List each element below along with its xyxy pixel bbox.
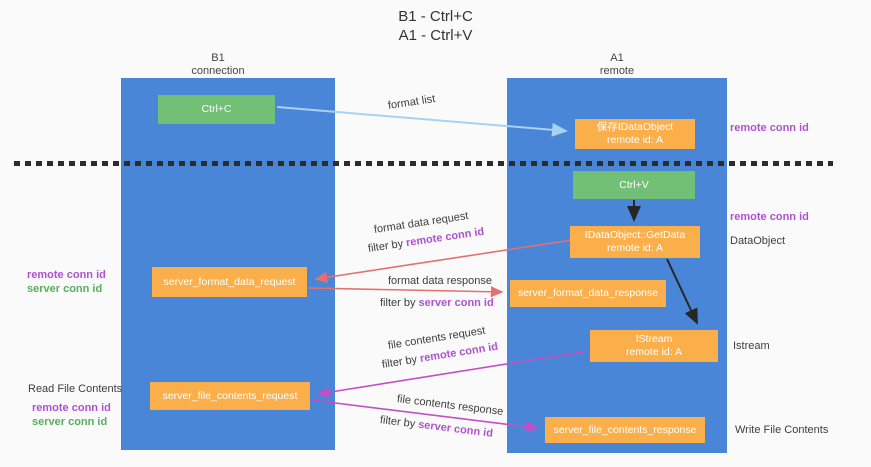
filter-by-server-conn-id-label-2: filter by server conn id bbox=[379, 414, 493, 440]
node-ctrl-c: Ctrl+C bbox=[158, 95, 275, 124]
node-idataobject-getdata: IDataObject::GetData remote id: A bbox=[570, 226, 700, 258]
node-server-format-data-request: server_format_data_request bbox=[152, 267, 307, 297]
file-contents-response-label: file contents response bbox=[396, 393, 504, 418]
node-istream: IStream remote id: A bbox=[590, 330, 718, 362]
annotation-read-file-contents: Read File Contents bbox=[28, 383, 123, 395]
title-line1: B1 - Ctrl+C bbox=[398, 8, 473, 25]
annotation-left1-remote-conn-id: remote conn id bbox=[27, 269, 106, 281]
filter-by-text: filter by bbox=[380, 297, 419, 309]
right-column-name: A1 bbox=[610, 52, 624, 64]
istream-line2: remote id: A bbox=[625, 346, 683, 358]
format-list-label: format list bbox=[387, 93, 437, 112]
server-conn-id-text: server conn id bbox=[417, 418, 494, 440]
server-file-contents-request-label: server_file_contents_request bbox=[162, 389, 298, 402]
server-format-data-request-label: server_format_data_request bbox=[163, 275, 296, 288]
node-server-file-contents-response: server_file_contents_response bbox=[545, 417, 705, 443]
annotation-left1-server-conn-id: server conn id bbox=[27, 283, 103, 295]
save-idataobject-line2: remote id: A bbox=[606, 134, 664, 146]
annotation-left2-remote-conn-id: remote conn id bbox=[32, 402, 111, 414]
istream-line1: IStream bbox=[635, 333, 673, 345]
annotation-remote-conn-id-top: remote conn id bbox=[730, 122, 809, 134]
annotation-write-file-contents: Write File Contents bbox=[735, 424, 829, 436]
annotation-dataobject: DataObject bbox=[730, 235, 786, 247]
ctrl-c-label: Ctrl+C bbox=[201, 103, 232, 115]
diagram-title: B1 - Ctrl+C A1 - Ctrl+V bbox=[0, 7, 871, 45]
ctrl-v-label: Ctrl+V bbox=[619, 178, 649, 191]
left-column-name: B1 bbox=[211, 52, 225, 64]
annotation-remote-conn-id-mid: remote conn id bbox=[730, 211, 809, 223]
getdata-line2: remote id: A bbox=[606, 242, 664, 254]
filter-by-text: filter by bbox=[381, 353, 421, 371]
filter-by-text: filter by bbox=[379, 414, 419, 431]
filter-by-text: filter by bbox=[367, 237, 407, 255]
save-idataobject-line1: 保存IDataObject bbox=[596, 121, 674, 133]
filter-by-server-conn-id-label-1: filter by server conn id bbox=[380, 297, 494, 309]
annotation-left2-server-conn-id: server conn id bbox=[32, 416, 108, 428]
server-format-data-response-label: server_format_data_response bbox=[517, 287, 659, 299]
format-data-response-label: format data response bbox=[388, 275, 492, 287]
server-file-contents-response-label: server_file_contents_response bbox=[553, 423, 697, 436]
format-data-response-arrow bbox=[308, 286, 504, 298]
node-server-format-data-response: server_format_data_response bbox=[510, 280, 666, 307]
right-column-subtitle: remote bbox=[599, 65, 635, 77]
right-column-header: A1 remote bbox=[557, 52, 677, 78]
node-ctrl-v: Ctrl+V bbox=[573, 171, 695, 199]
getdata-line1: IDataObject::GetData bbox=[584, 229, 686, 241]
node-server-file-contents-request: server_file_contents_request bbox=[150, 382, 310, 410]
annotation-istream: Istream bbox=[733, 340, 770, 352]
copy-paste-separator-line bbox=[14, 161, 833, 166]
node-save-idataobject: 保存IDataObject remote id: A bbox=[575, 119, 695, 149]
left-column-header: B1 connection bbox=[158, 52, 278, 78]
title-line2: A1 - Ctrl+V bbox=[398, 27, 473, 44]
server-conn-id-text: server conn id bbox=[418, 297, 494, 309]
left-column-subtitle: connection bbox=[191, 65, 245, 77]
